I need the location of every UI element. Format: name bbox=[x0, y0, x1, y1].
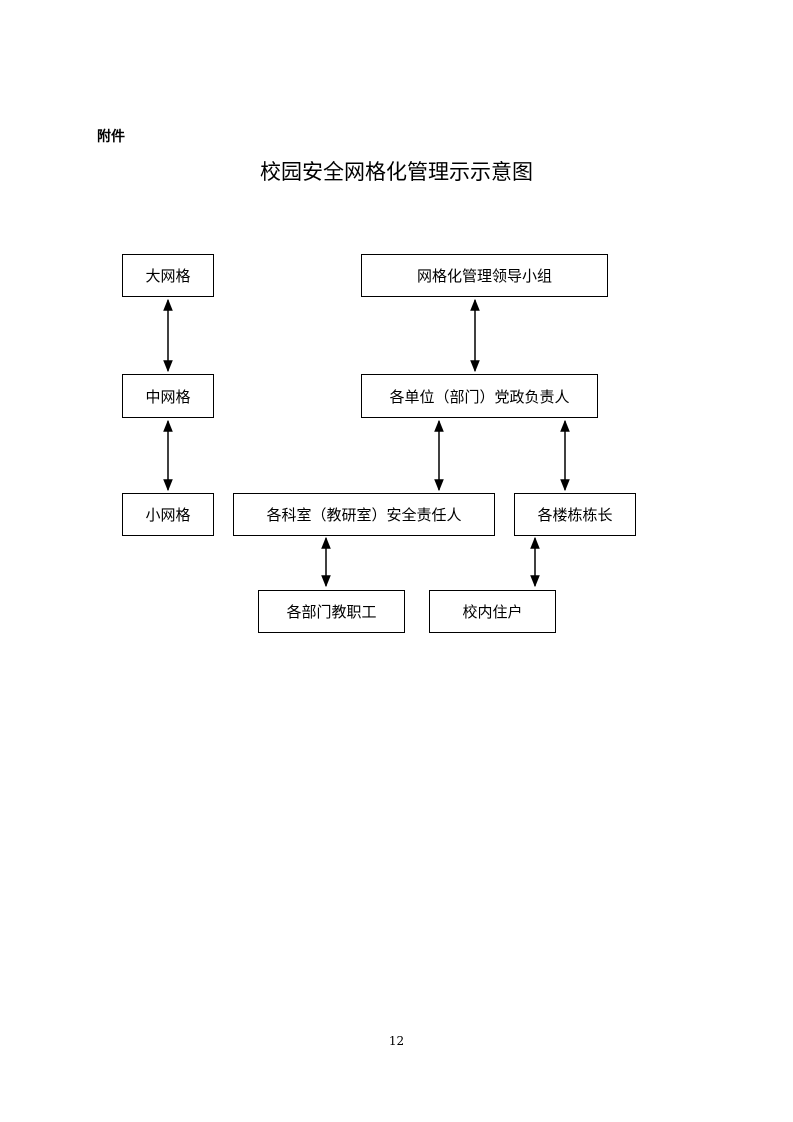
attachment-label: 附件 bbox=[97, 129, 125, 145]
node-small-grid: 小网格 bbox=[122, 493, 214, 536]
page-number: 12 bbox=[388, 1034, 405, 1048]
node-leadership-group: 网格化管理领导小组 bbox=[361, 254, 608, 297]
node-medium-grid: 中网格 bbox=[122, 374, 214, 418]
node-office-safety: 各科室（教研室）安全责任人 bbox=[233, 493, 495, 536]
node-staff: 各部门教职工 bbox=[258, 590, 405, 633]
node-large-grid: 大网格 bbox=[122, 254, 214, 297]
diagram-title: 校园安全网格化管理示示意图 bbox=[260, 160, 533, 184]
node-unit-heads: 各单位（部门）党政负责人 bbox=[361, 374, 598, 418]
node-building-heads: 各楼栋栋长 bbox=[514, 493, 636, 536]
node-campus-residents: 校内住户 bbox=[429, 590, 556, 633]
